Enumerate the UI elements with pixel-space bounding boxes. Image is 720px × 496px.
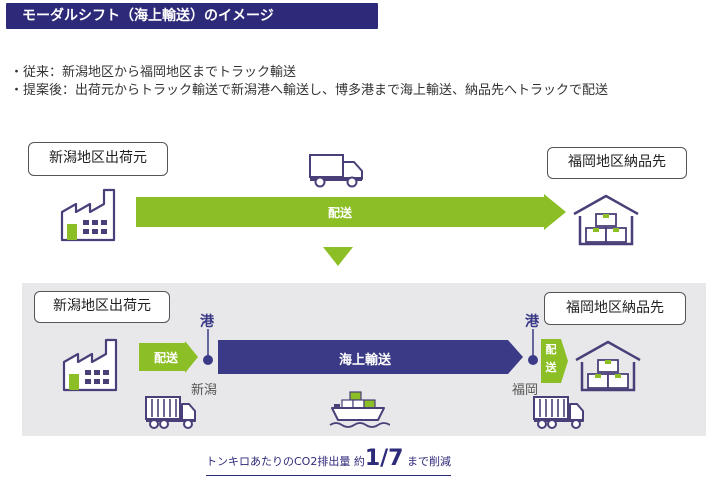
before-destination-label: 福岡地区納品先 [547,147,687,179]
bullet-after: ・提案後：出荷元からトラック輸送で新潟港へ輸送し、博多港まで海上輸送、納品先へト… [10,83,609,98]
port-left-name: 新潟 [191,383,218,398]
before-origin-label: 新潟地区出荷元 [28,142,168,176]
warehouse-icon [573,194,639,246]
co2-reduction-note: トンキロあたりのCO2排出量 約1/7 まで削減 [206,447,451,476]
after-destination-label: 福岡地区納品先 [544,292,686,325]
description-list: ・従来：新潟地区から福岡地区までトラック輸送 ・提案後：出荷元からトラック輸送で… [10,64,608,100]
warehouse-icon [575,340,641,392]
factory-icon [62,338,118,392]
right-delivery-label: 配送 [545,343,557,374]
left-delivery-label: 配送 [153,351,178,365]
port-left-char: 港 [200,314,214,330]
co2-reduction-ratio: 1/7 [364,446,404,471]
container-truck-icon [533,396,584,429]
port-right-char: 港 [525,314,539,330]
down-arrow-icon [323,247,353,266]
bullet-before: ・従来：新潟地区から福岡地区までトラック輸送 [10,65,297,80]
truck-icon [309,154,363,188]
sea-transport-arrow [218,340,523,374]
port-right-pin-icon [528,329,538,365]
port-left-pin-icon [203,329,213,365]
after-origin-label: 新潟地区出荷元 [34,291,170,323]
delivery-arrow-label: 配送 [327,206,352,220]
ship-icon [329,391,390,428]
delivery-arrow [136,194,566,230]
left-delivery-arrow [139,341,198,373]
co2-note-suffix: まで削減 [403,455,451,468]
port-right-name: 福岡 [512,383,539,398]
factory-icon [60,188,116,242]
co2-note-prefix: トンキロあたりのCO2排出量 約 [206,455,365,468]
sea-transport-label: 海上輸送 [338,353,391,368]
page-title: モーダルシフト（海上輸送）のイメージ [6,3,378,29]
right-delivery-arrow [541,339,568,383]
container-truck-icon [145,396,196,429]
